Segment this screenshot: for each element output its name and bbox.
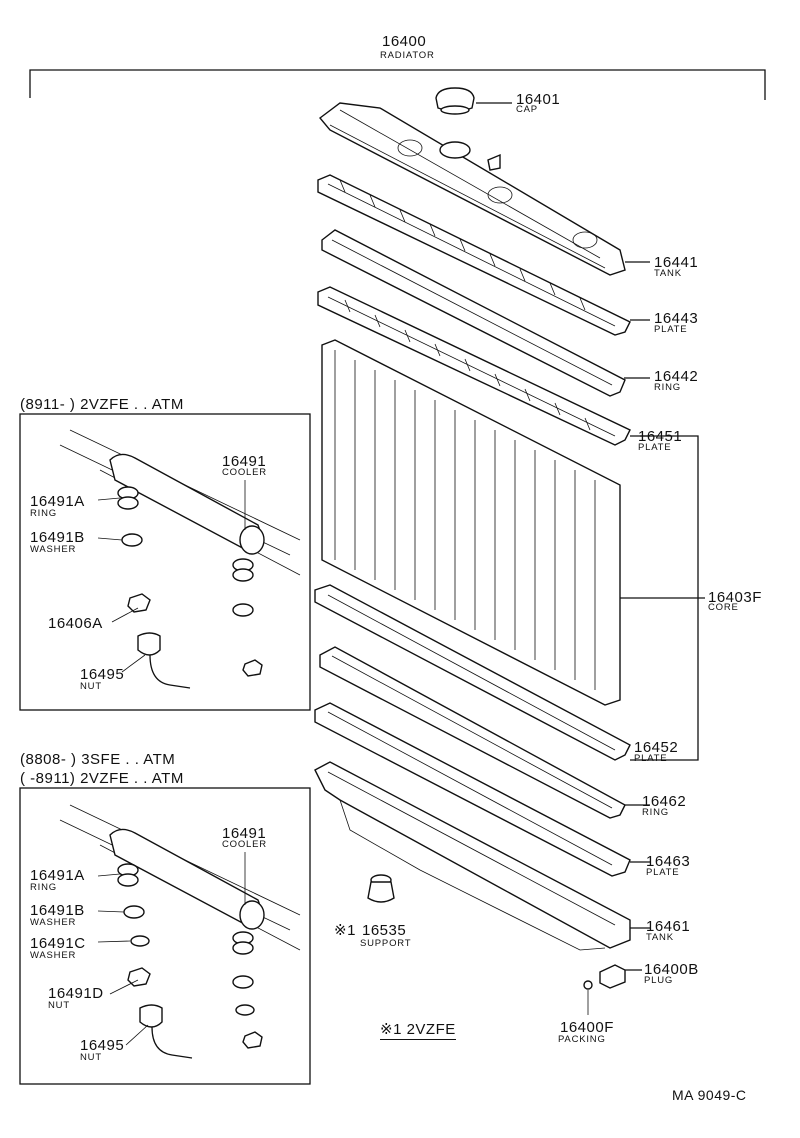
upper-ring-part-number: 16442 [654, 368, 699, 385]
packing-part-number: 16400F [560, 1019, 614, 1036]
packing-part-name: PACKING [558, 1034, 606, 1045]
upper-ring-part-name: RING [654, 382, 681, 393]
upper-plate-part-name: PLATE [654, 324, 688, 335]
inset-1-frame [19, 413, 311, 711]
inset-1-cooler-name: COOLER [222, 467, 267, 478]
lower-plate-part-name: PLATE [646, 867, 680, 878]
lower-ring-drawing [319, 646, 650, 819]
assembly-bracket [29, 69, 766, 100]
core-drawing [321, 339, 705, 761]
inset-2-nut-number: 16495 [80, 1037, 125, 1054]
inset-2-cooler-name: COOLER [222, 839, 267, 850]
lower-tank-drawing [314, 761, 650, 951]
inset-2-cooler-number: 16491 [222, 825, 267, 842]
upper-plate-drawing [317, 174, 650, 336]
assembly-part-name: RADIATOR [380, 50, 435, 61]
figure-code: MA 9049-C [672, 1087, 747, 1103]
plug-part-number: 16400B [644, 961, 699, 978]
inset-2-ring-name: RING [30, 882, 57, 893]
upper-tank-part-name: TANK [654, 268, 682, 279]
lower-ring-part-name: RING [642, 807, 669, 818]
radiator-cap-drawing [435, 87, 512, 115]
inset-1-header: (8911- ) 2VZFE . . ATM [20, 396, 184, 413]
inset-2-frame [19, 787, 311, 1085]
inset-2-drawing [59, 804, 301, 1059]
inset-1-ring-number: 16491A [30, 493, 85, 510]
plate-16452-part-number: 16452 [634, 739, 679, 756]
inset-2-nut-d-name: NUT [48, 1000, 70, 1011]
plug-part-name: PLUG [644, 975, 674, 986]
inset-1-nut-a-number: 16406A [48, 615, 103, 632]
inset-2-header-line-2: ( -8911) 2VZFE . . ATM [20, 770, 184, 787]
lower-plate-drawing [314, 702, 650, 877]
inset-2-ring-number: 16491A [30, 867, 85, 884]
lower-ring-part-number: 16462 [642, 793, 687, 810]
core-part-number: 16403F [708, 589, 762, 606]
inset-2-nut-name: NUT [80, 1052, 102, 1063]
core-part-name: CORE [708, 602, 739, 613]
support-drawing [367, 874, 395, 903]
cap-part-number: 16401 [516, 91, 561, 108]
inset-1-nut-name: NUT [80, 681, 102, 692]
inset-2-washer-c-name: WASHER [30, 950, 77, 961]
footnote: ※1 2VZFE [380, 1021, 456, 1040]
support-marker: ※1 [334, 922, 356, 939]
plate-16452-part-name: PLATE [634, 753, 668, 764]
support-part-name: SUPPORT [360, 938, 412, 949]
upper-tank-drawing [318, 102, 650, 276]
upper-plate-part-number: 16443 [654, 310, 699, 327]
drain-plug-drawing [583, 964, 642, 1015]
lower-plate-part-number: 16463 [646, 853, 691, 870]
inset-1-ring-name: RING [30, 508, 57, 519]
inset-2-washer-b-number: 16491B [30, 902, 85, 919]
lower-tank-part-number: 16461 [646, 918, 691, 935]
inset-1-nut-number: 16495 [80, 666, 125, 683]
upper-tank-part-number: 16441 [654, 254, 699, 271]
cap-part-name: CAP [516, 104, 538, 115]
plate-16451-part-number: 16451 [638, 428, 683, 445]
inset-2-nut-d-number: 16491D [48, 985, 104, 1002]
inset-1-washer-number: 16491B [30, 529, 85, 546]
plate-16451-part-name: PLATE [638, 442, 672, 453]
upper-ring-drawing [321, 229, 650, 397]
assembly-part-number: 16400 [382, 33, 427, 50]
inset-1-washer-name: WASHER [30, 544, 77, 555]
inset-2-washer-c-number: 16491C [30, 935, 86, 952]
plate-16451-drawing [317, 286, 650, 446]
inset-2-washer-b-name: WASHER [30, 917, 77, 928]
support-part-number: 16535 [362, 922, 407, 939]
inset-2-header-line-1: (8808- ) 3SFE . . ATM [20, 751, 176, 768]
lower-tank-part-name: TANK [646, 932, 674, 943]
inset-1-cooler-number: 16491 [222, 453, 267, 470]
plate-16452-drawing [314, 584, 631, 761]
inset-1-drawing [59, 429, 301, 689]
